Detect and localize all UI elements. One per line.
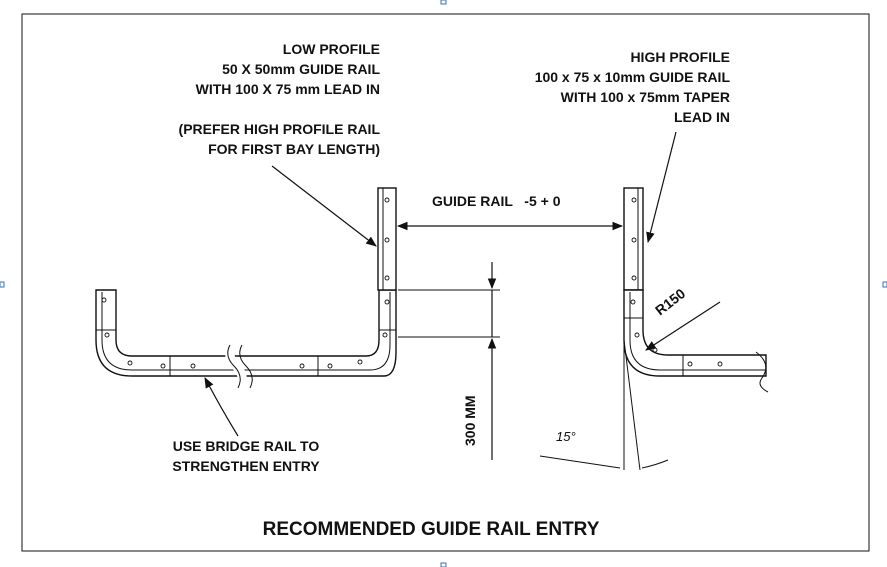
bridge-rail-leader xyxy=(204,377,239,437)
diagram-title: RECOMMENDED GUIDE RAIL ENTRY xyxy=(263,519,600,540)
svg-text:FOR FIRST BAY LENGTH): FOR FIRST BAY LENGTH) xyxy=(208,141,380,157)
svg-text:WITH 100 X 75 mm LEAD IN: WITH 100 X 75 mm LEAD IN xyxy=(196,81,380,97)
svg-text:HIGH PROFILE: HIGH PROFILE xyxy=(630,49,730,65)
bridge-rail-note: USE BRIDGE RAIL TO STRENGTHEN ENTRY xyxy=(172,438,320,474)
drawing-frame xyxy=(21,13,870,552)
svg-text:100 x 75 x 10mm GUIDE RAIL: 100 x 75 x 10mm GUIDE RAIL xyxy=(535,69,731,85)
svg-text:LOW PROFILE: LOW PROFILE xyxy=(283,41,380,57)
guide-rail-dimension-label: GUIDE RAIL -5 + 0 xyxy=(432,193,561,209)
radius-label: R150 xyxy=(652,285,688,318)
height-dimension: 300 MM xyxy=(398,262,500,460)
high-profile-leader xyxy=(646,131,677,244)
svg-text:STRENGTHEN ENTRY: STRENGTHEN ENTRY xyxy=(172,458,320,474)
svg-text:WITH 100 x 75mm TAPER: WITH 100 x 75mm TAPER xyxy=(561,89,730,105)
angle-dimension: 15° xyxy=(539,300,669,471)
svg-text:(PREFER HIGH PROFILE RAIL: (PREFER HIGH PROFILE RAIL xyxy=(179,121,381,137)
prefer-note-leader xyxy=(271,165,377,247)
svg-text:LEAD IN: LEAD IN xyxy=(674,109,730,125)
prefer-note: (PREFER HIGH PROFILE RAIL FOR FIRST BAY … xyxy=(179,121,381,157)
guide-rail-dimension: GUIDE RAIL -5 + 0 xyxy=(396,193,624,231)
height-dimension-label: 300 MM xyxy=(462,395,478,446)
svg-text:50 X 50mm GUIDE RAIL: 50 X 50mm GUIDE RAIL xyxy=(222,61,380,77)
low-profile-guide-rail xyxy=(95,187,397,391)
high-profile-label: HIGH PROFILE 100 x 75 x 10mm GUIDE RAIL … xyxy=(535,49,731,125)
angle-label: 15° xyxy=(556,429,576,444)
radius-dimension: R150 xyxy=(645,285,721,351)
svg-text:USE BRIDGE RAIL TO: USE BRIDGE RAIL TO xyxy=(173,438,320,454)
low-profile-label: LOW PROFILE 50 X 50mm GUIDE RAIL WITH 10… xyxy=(196,41,381,97)
high-profile-guide-rail xyxy=(623,187,769,393)
